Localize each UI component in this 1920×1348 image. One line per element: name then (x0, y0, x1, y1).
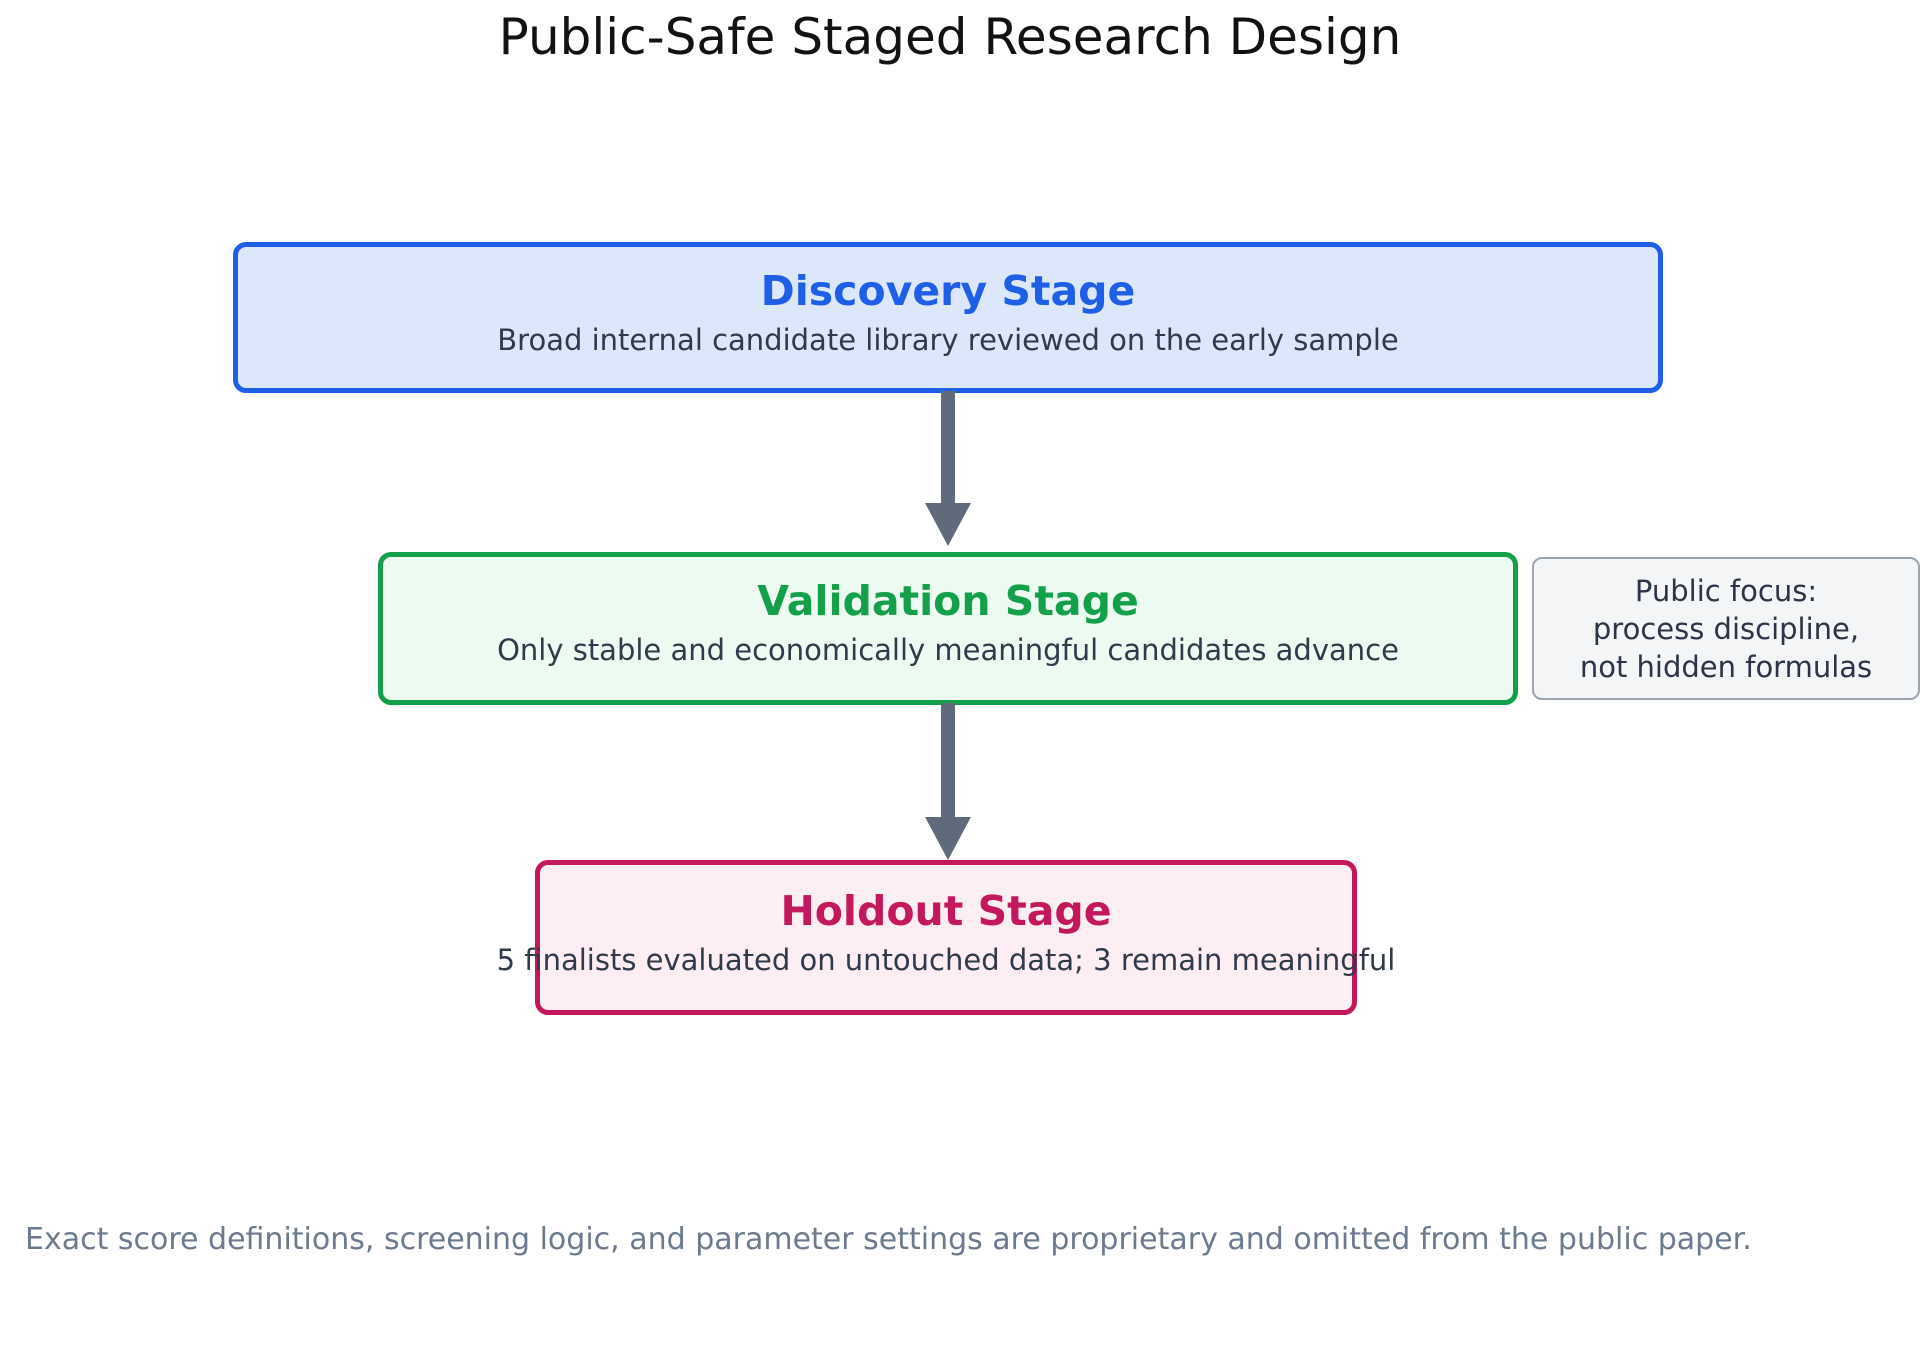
stage-box-validation[interactable]: Validation Stage Only stable and economi… (378, 552, 1518, 705)
stage-title-validation: Validation Stage (757, 577, 1139, 625)
stage-box-discovery[interactable]: Discovery Stage Broad internal candidate… (233, 242, 1663, 393)
footer-disclaimer: Exact score definitions, screening logic… (25, 1222, 1752, 1257)
stage-subtitle-validation: Only stable and economically meaningful … (497, 633, 1399, 667)
stage-subtitle-discovery: Broad internal candidate library reviewe… (497, 323, 1399, 357)
note-public-focus-text: Public focus: process discipline, not hi… (1579, 573, 1873, 684)
arrow-discovery-to-validation (916, 391, 980, 549)
stage-title-discovery: Discovery Stage (760, 267, 1136, 315)
stage-box-holdout[interactable]: Holdout Stage 5 finalists evaluated on u… (497, 860, 1395, 1015)
stage-subtitle-holdout: 5 finalists evaluated on untouched data;… (496, 943, 1396, 977)
arrow-validation-to-holdout (916, 703, 980, 863)
page-title: Public-Safe Staged Research Design (498, 8, 1402, 66)
note-public-focus: Public focus: process discipline, not hi… (1532, 557, 1920, 700)
stage-title-holdout: Holdout Stage (780, 887, 1112, 935)
